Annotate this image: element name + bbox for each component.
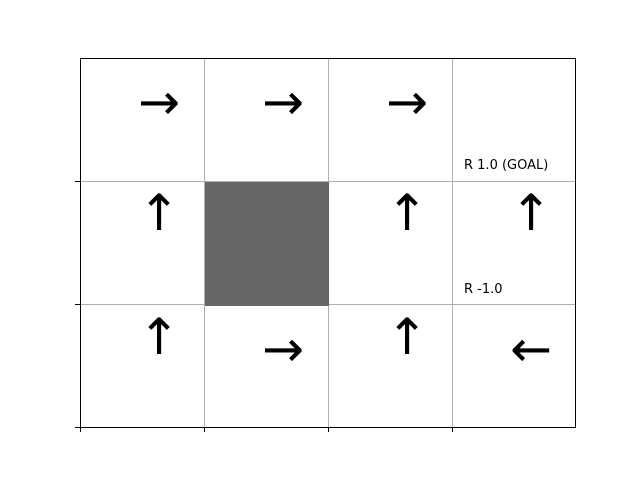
- y-tick: [75, 181, 80, 182]
- y-tick: [75, 304, 80, 305]
- arrow-right-icon: →: [262, 319, 305, 378]
- arrow-up-icon: ↑: [138, 307, 181, 366]
- gridworld-plot-area: → → → ↑ ↑ ↑ ↑ → ↑ ← R 1.0 (GOAL) R -1.0: [80, 58, 576, 428]
- wall-cell: [205, 182, 329, 306]
- grid-line-vertical: [204, 59, 205, 427]
- arrow-up-icon: ↑: [386, 184, 429, 243]
- arrow-left-icon: ←: [510, 319, 553, 378]
- x-tick: [328, 427, 329, 432]
- arrow-up-icon: ↑: [138, 184, 181, 243]
- arrow-right-icon: →: [386, 73, 429, 132]
- arrow-right-icon: →: [262, 73, 305, 132]
- x-tick: [204, 427, 205, 432]
- grid-line-vertical: [452, 59, 453, 427]
- arrow-up-icon: ↑: [386, 307, 429, 366]
- arrow-right-icon: →: [138, 73, 181, 132]
- y-tick: [75, 427, 80, 428]
- cell-reward-label: R 1.0 (GOAL): [464, 158, 549, 174]
- x-tick: [452, 427, 453, 432]
- cell-reward-label: R -1.0: [464, 281, 503, 297]
- x-tick: [80, 427, 81, 432]
- grid-line-horizontal: [81, 181, 575, 182]
- arrow-up-icon: ↑: [510, 184, 553, 243]
